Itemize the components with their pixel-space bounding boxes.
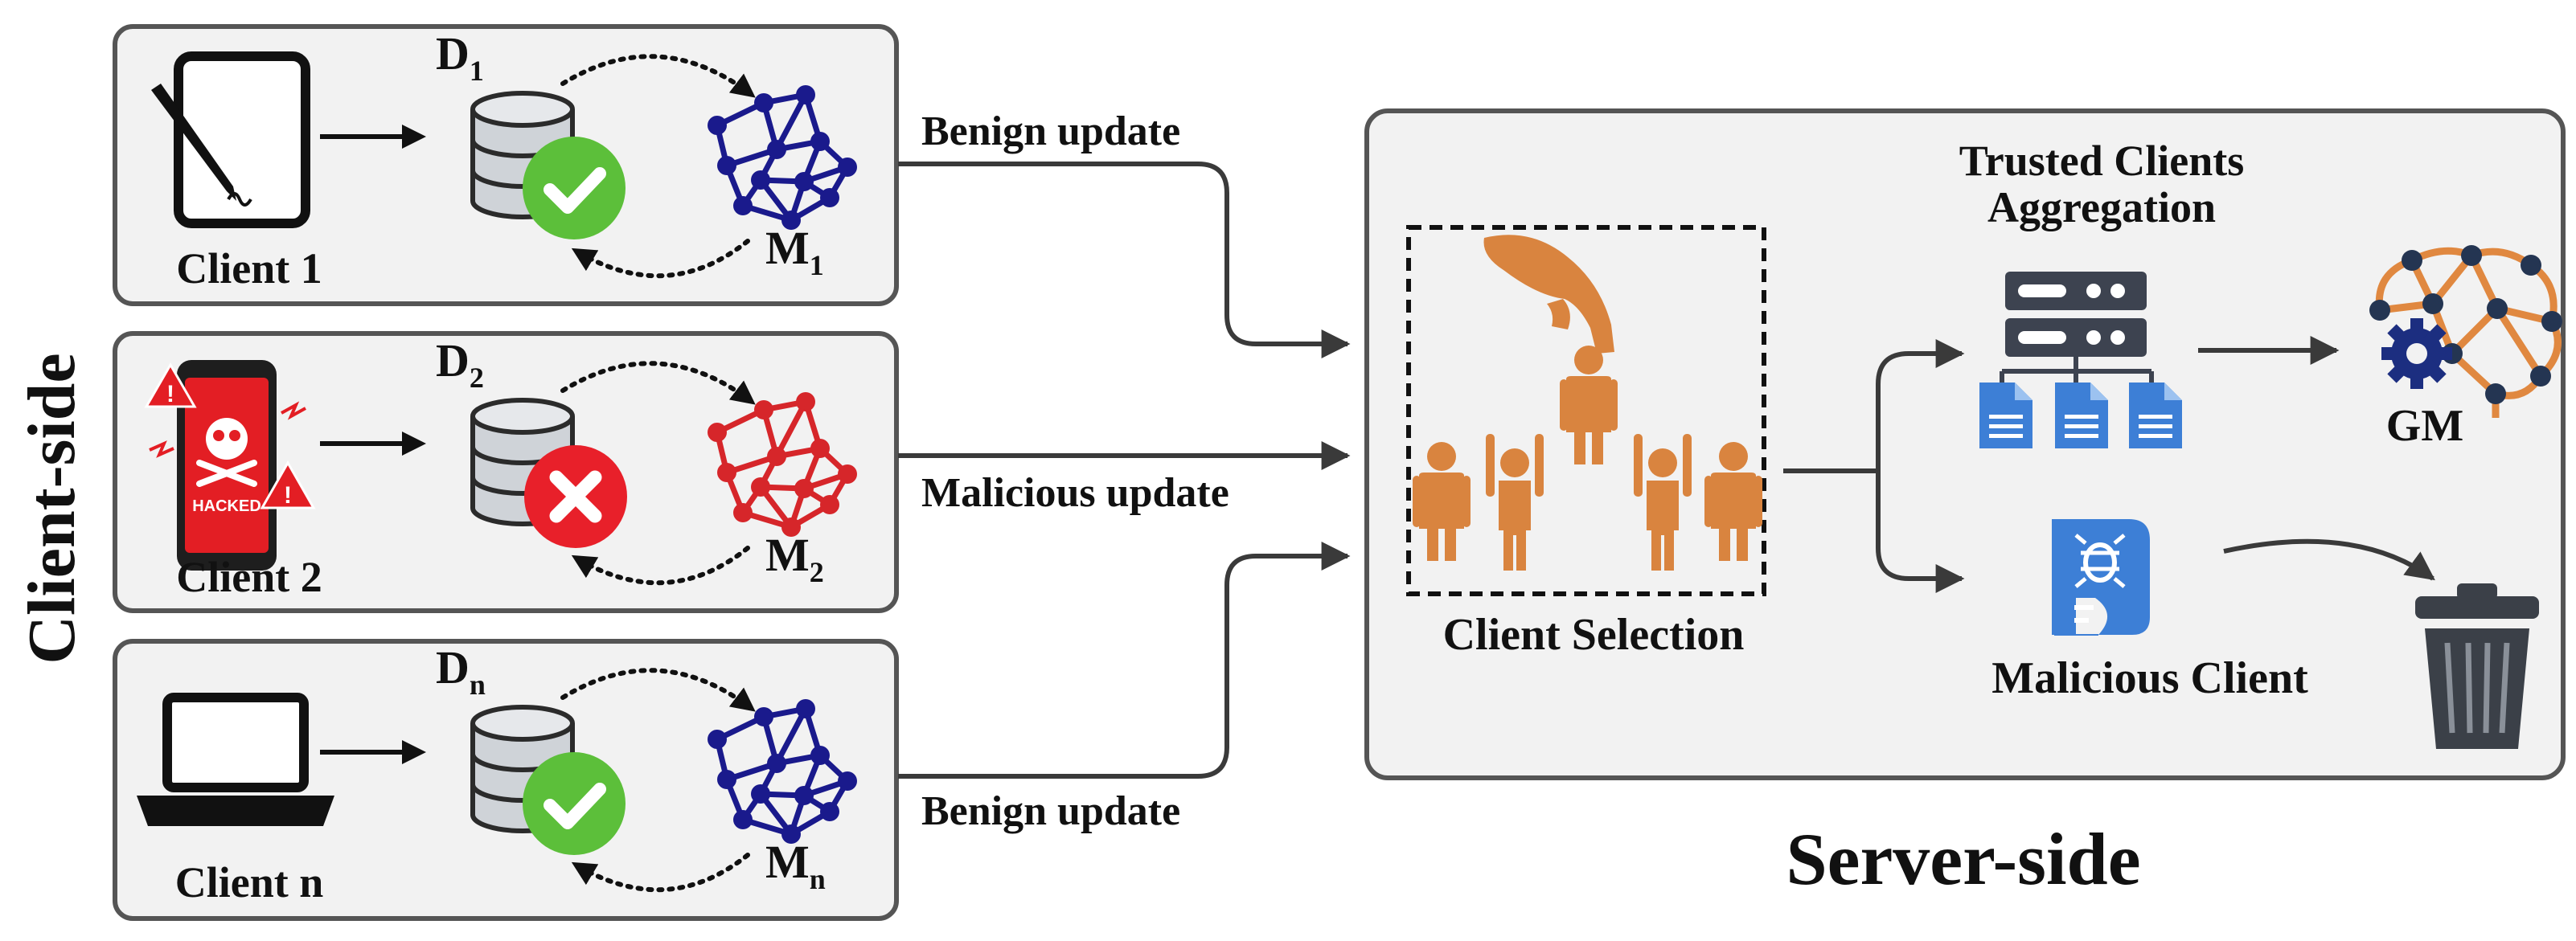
svg-text:!: ! <box>284 482 292 509</box>
bug-document-icon <box>2052 519 2150 636</box>
gear-icon <box>2381 318 2452 389</box>
global-model-label: GM <box>2386 401 2463 451</box>
tablet-pen-icon <box>151 51 310 228</box>
svg-text:Dn: Dn <box>436 641 486 701</box>
client-1-panel: Client 1 D1 M1 <box>113 24 899 306</box>
benign-update-arrow-1 <box>898 162 1351 358</box>
aggregation-label-line2: Aggregation <box>1987 183 2216 231</box>
to-malicious-arrow <box>1876 471 1965 593</box>
svg-text:HACKED: HACKED <box>192 497 261 515</box>
server-panel: Client Selection Trusted Clients Aggrega… <box>1364 108 2566 780</box>
document-icon <box>1979 383 2032 448</box>
svg-text:D1: D1 <box>436 27 484 87</box>
hand-picking-person-icon <box>1483 235 1618 464</box>
trash-bin-icon <box>2415 583 2539 749</box>
client-selection-label: Client Selection <box>1443 610 1745 660</box>
update-label-client-1: Benign update <box>921 108 1180 154</box>
laptop-icon <box>137 693 334 826</box>
feedback-arrow <box>571 239 750 279</box>
server-rack-icon <box>2000 272 2154 383</box>
document-icon <box>2129 383 2182 448</box>
svg-text:!: ! <box>166 381 174 407</box>
client-1-label: Client 1 <box>176 244 322 293</box>
check-icon <box>523 752 626 855</box>
svg-text:D2: D2 <box>436 334 484 394</box>
dataset-d1: D1 <box>436 27 626 239</box>
feedback-arrow <box>571 853 750 893</box>
hacked-phone-icon: HACKED ! ! <box>144 360 316 571</box>
client-2-label: Client 2 <box>176 553 322 601</box>
to-trash-arrow <box>2223 538 2435 581</box>
malicious-client-label: Malicious Client <box>1991 653 2308 703</box>
server-side-label: Server-side <box>1786 818 2140 900</box>
aggregation-label-line1: Trusted Clients <box>1959 137 2245 185</box>
cross-icon <box>524 445 627 548</box>
client-n-panel: Client n Dn Mn <box>113 639 899 921</box>
check-icon <box>523 137 626 239</box>
update-label-client-2: Malicious update <box>921 470 1229 516</box>
client-side-label: Client-side <box>14 353 89 664</box>
benign-update-arrow-n <box>898 542 1351 779</box>
model-mn: Mn <box>765 836 826 895</box>
update-label-client-n: Benign update <box>921 788 1180 834</box>
model-m1: M1 <box>765 222 824 281</box>
client-selection-box <box>1406 225 1766 596</box>
client-2-panel: HACKED ! ! Client 2 D2 M2 <box>113 331 899 613</box>
feedback-arrow <box>571 546 750 586</box>
dataset-dn: Dn <box>436 641 626 855</box>
model-m2: M2 <box>765 529 824 588</box>
document-icon <box>2055 383 2108 448</box>
dataset-d2: D2 <box>436 334 627 548</box>
client-n-label: Client n <box>175 858 324 906</box>
to-aggregation-arrow <box>1876 339 1965 471</box>
brain-network-icon <box>2369 245 2562 418</box>
